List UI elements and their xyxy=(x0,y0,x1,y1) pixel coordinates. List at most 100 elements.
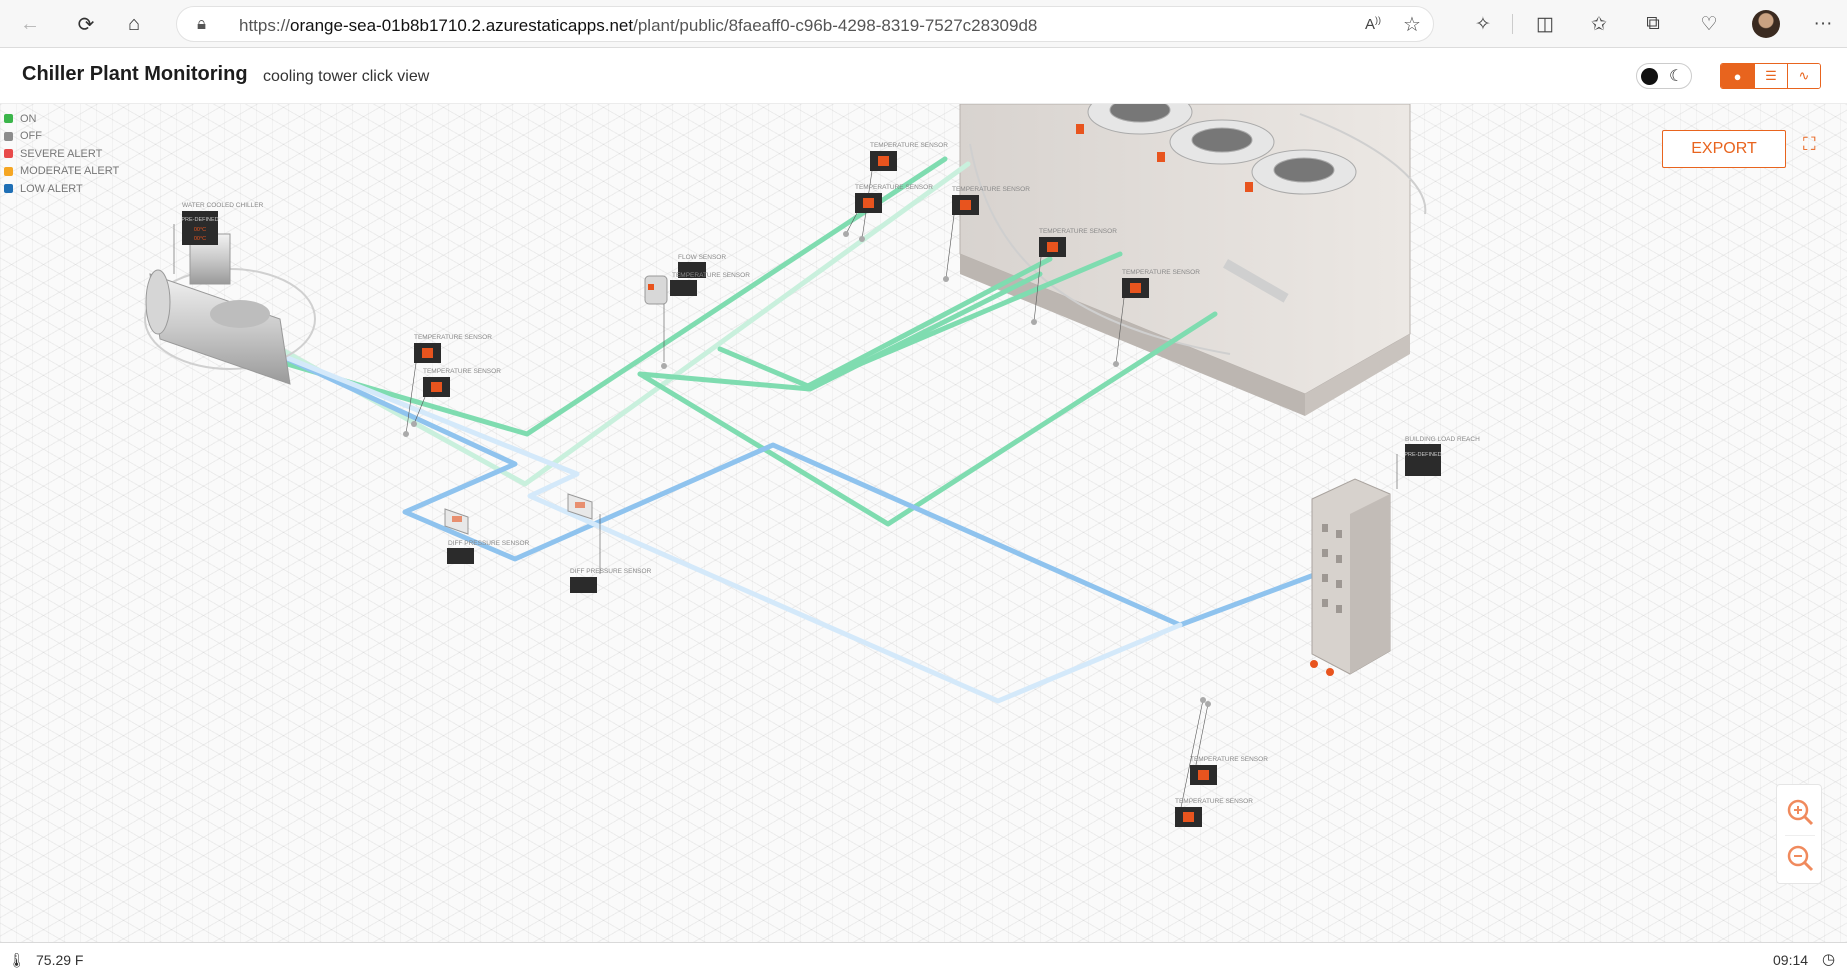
legend-label: ON xyxy=(20,112,37,125)
zoom-divider xyxy=(1785,835,1815,836)
sensor-alert-indicator xyxy=(878,156,889,166)
zoom-in-icon[interactable] xyxy=(1785,797,1815,827)
current-time: 09:14 xyxy=(1773,952,1809,968)
extensions-icon[interactable]: ✧ xyxy=(1475,13,1491,35)
temperature-sensor-label: TEMPERATURE SENSOR xyxy=(1190,756,1268,763)
url-text[interactable]: https://orange-sea-01b8b1710.2.azurestat… xyxy=(239,16,1037,36)
flow-sensor-readout[interactable] xyxy=(678,262,706,278)
temperature-sensor-label: TEMPERATURE SENSOR xyxy=(1175,798,1253,805)
legend-color-icon xyxy=(4,131,13,141)
profile-avatar[interactable] xyxy=(1752,10,1780,38)
view-plant-button[interactable]: ● xyxy=(1721,64,1754,88)
legend-color-icon xyxy=(4,184,13,194)
diff-pressure-sensor-label: DIFF PRESSURE SENSOR xyxy=(448,540,530,547)
ambient-temperature: 75.29 F xyxy=(36,952,84,968)
chiller-readout-value-2: 00°C xyxy=(194,236,206,242)
building-readout-panel[interactable]: PRE-DEFINED xyxy=(1404,444,1442,476)
reload-icon[interactable]: ⟳ xyxy=(77,13,95,36)
view-list-button[interactable]: ☰ xyxy=(1754,64,1787,88)
sensor-probe xyxy=(1113,361,1119,367)
diff-pressure-readout[interactable] xyxy=(570,577,597,593)
sensor-leader-line xyxy=(845,212,858,235)
temperature-sensor[interactable]: TEMPERATURE SENSOR xyxy=(1031,228,1117,325)
building-label: BUILDING LOAD REACH xyxy=(1405,436,1480,443)
sensor-leader-line xyxy=(1033,256,1042,323)
status-bar: 🌡︎ 75.29 F 09:14 ◷ xyxy=(0,942,1847,975)
lock-icon[interactable]: 🔒︎ xyxy=(197,14,207,33)
read-aloud-icon[interactable]: A)) xyxy=(1365,15,1382,33)
diff-pressure-readout[interactable] xyxy=(447,548,474,564)
legend-color-icon xyxy=(4,166,13,176)
flow-sensor-temp-readout[interactable] xyxy=(670,280,697,296)
diff-pressure-sensor-device[interactable]: DIFF PRESSURE SENSOR xyxy=(444,508,530,564)
temperature-sensor-label: TEMPERATURE SENSOR xyxy=(855,184,933,191)
clock-icon: ◷ xyxy=(1822,951,1836,968)
water-cooled-chiller[interactable]: WATER COOLED CHILLER PRE-DEFINED 00°C 00… xyxy=(144,202,316,385)
plant-canvas[interactable]: WATER COOLED CHILLER PRE-DEFINED 00°C 00… xyxy=(0,104,1847,942)
temperature-sensor[interactable]: TEMPERATURE SENSOR xyxy=(1190,701,1268,786)
toolbar-divider xyxy=(1512,14,1513,34)
flow-sensor-device[interactable]: FLOW SENSOR TEMPERATURE SENSOR xyxy=(644,254,750,369)
diff-pressure-sensor-device[interactable]: DIFF PRESSURE SENSOR xyxy=(567,493,652,593)
temperature-sensor-label: TEMPERATURE SENSOR xyxy=(952,186,1030,193)
temperature-sensor[interactable]: TEMPERATURE SENSOR xyxy=(1113,269,1200,367)
more-menu-icon[interactable]: ··· xyxy=(1813,13,1833,34)
diff-pressure-sensor-label: DIFF PRESSURE SENSOR xyxy=(570,568,652,575)
chilled-water-pipes xyxy=(252,341,1333,704)
sensor-leader-line xyxy=(413,396,426,425)
temperature-sensor[interactable]: TEMPERATURE SENSOR xyxy=(1175,697,1253,828)
sensor-alert-indicator xyxy=(1047,242,1058,252)
building-load[interactable]: BUILDING LOAD REACH PRE-DEFINED xyxy=(1310,436,1480,676)
sensor-alert-indicator xyxy=(1183,812,1194,822)
view-switch: ● ☰ ∿ xyxy=(1720,63,1821,89)
sensor-alert-indicator xyxy=(1198,770,1209,780)
sensor-leader-line xyxy=(405,362,417,435)
sensor-leader-line xyxy=(1115,297,1125,365)
legend-item-low-alert: LOW ALERT xyxy=(4,180,119,198)
favorites-icon[interactable]: ✩ xyxy=(1591,13,1607,35)
temperature-sensor-label: TEMPERATURE SENSOR xyxy=(1039,228,1117,235)
legend-label: LOW ALERT xyxy=(20,182,83,195)
building-readout-title: PRE-DEFINED xyxy=(1404,452,1441,458)
browser-toolbar: ← ⟳ ⌂ 🔒︎ https://orange-sea-01b8b1710.2.… xyxy=(0,0,1847,48)
browser-essentials-icon[interactable]: ♡ xyxy=(1700,13,1718,35)
moon-icon: ☾ xyxy=(1669,68,1684,85)
cooling-tower[interactable] xyxy=(959,104,1427,416)
zoom-out-glyph xyxy=(1787,845,1814,872)
page-subtitle: cooling tower click view xyxy=(263,68,430,85)
plant-scene: WATER COOLED CHILLER PRE-DEFINED 00°C 00… xyxy=(144,104,1480,828)
home-icon[interactable]: ⌂ xyxy=(127,12,141,35)
temperature-sensor-label: TEMPERATURE SENSOR xyxy=(414,334,492,341)
temperature-sensor[interactable]: TEMPERATURE SENSOR xyxy=(843,184,933,237)
temperature-sensor-label: TEMPERATURE SENSOR xyxy=(1122,269,1200,276)
legend-item-moderate-alert: MODERATE ALERT xyxy=(4,163,119,181)
legend-item-on: ON xyxy=(4,110,119,128)
fullscreen-icon[interactable]: ⛶ xyxy=(1803,134,1816,154)
temperature-sensor[interactable]: TEMPERATURE SENSOR xyxy=(411,368,501,427)
address-bar[interactable]: 🔒︎ https://orange-sea-01b8b1710.2.azures… xyxy=(176,6,1434,42)
theme-toggle[interactable]: ☾ xyxy=(1636,63,1692,89)
zoom-in-glyph xyxy=(1787,799,1814,826)
legend-label: MODERATE ALERT xyxy=(20,165,120,178)
sensor-probe xyxy=(843,231,849,237)
temperature-sensor[interactable]: TEMPERATURE SENSOR xyxy=(859,142,948,242)
sensor-probe xyxy=(1205,701,1211,707)
export-button[interactable]: EXPORT xyxy=(1662,130,1786,168)
url-prefix: https:// xyxy=(239,16,291,35)
chiller-readout-panel[interactable]: PRE-DEFINED 00°C 00°C xyxy=(181,211,219,245)
back-icon[interactable]: ← xyxy=(20,12,40,35)
legend-color-icon xyxy=(4,114,13,124)
sensor-leader-line xyxy=(945,214,955,280)
zoom-out-icon[interactable] xyxy=(1785,843,1815,873)
split-screen-icon[interactable]: ◫ xyxy=(1536,13,1554,35)
favorite-star-icon[interactable]: ☆ xyxy=(1403,14,1421,36)
legend-label: SEVERE ALERT xyxy=(20,147,103,160)
collections-icon[interactable]: ⧉ xyxy=(1646,13,1660,34)
sensor-probe xyxy=(1200,697,1206,703)
view-trend-button[interactable]: ∿ xyxy=(1787,64,1820,88)
temperature-sensor[interactable]: TEMPERATURE SENSOR xyxy=(403,334,492,437)
sensor-probe xyxy=(943,276,949,282)
flow-sensor-temp-label: TEMPERATURE SENSOR xyxy=(672,272,750,279)
sensor-probe xyxy=(859,236,865,242)
temperature-sensor[interactable]: TEMPERATURE SENSOR xyxy=(943,186,1030,282)
